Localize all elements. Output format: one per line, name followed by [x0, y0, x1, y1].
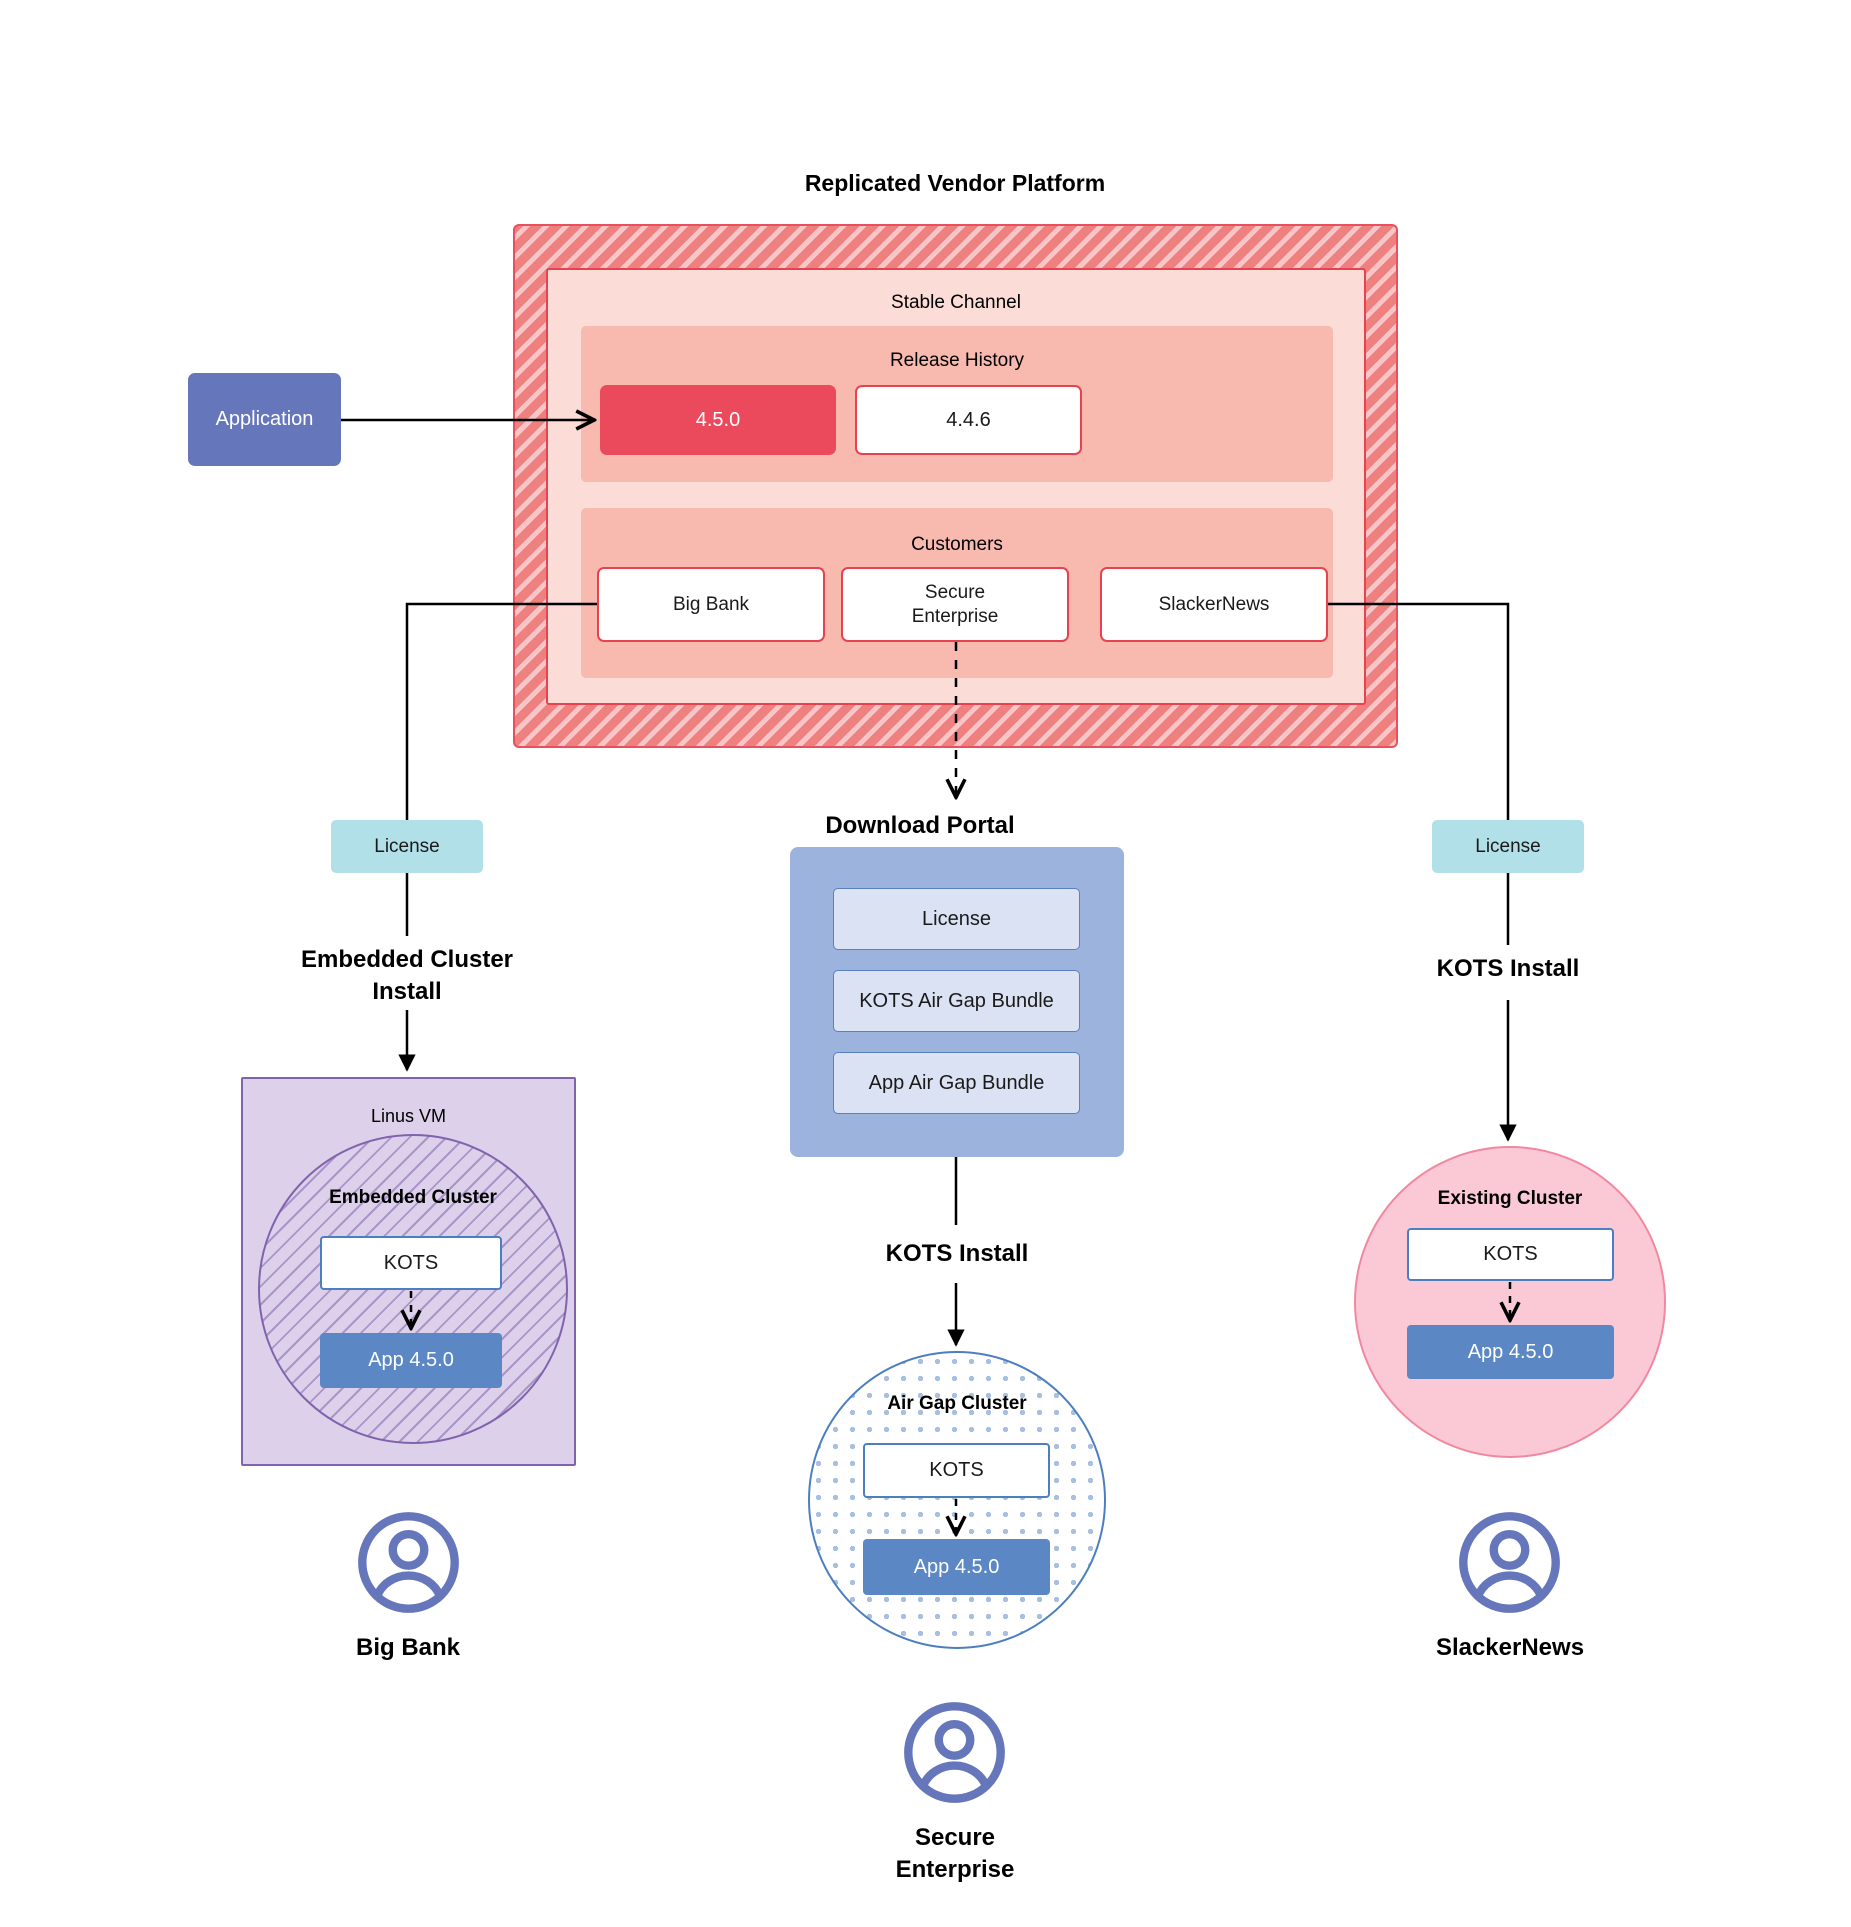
user-avatar-icon — [1459, 1512, 1560, 1613]
linux-vm-title: Linus VM — [370, 1106, 447, 1126]
embedded-cluster-title: Embedded Cluster — [329, 1187, 497, 1208]
stable-channel-title: Stable Channel — [891, 292, 1021, 313]
kots-box-left[interactable]: KOTS — [320, 1236, 502, 1290]
kots-label: KOTS — [929, 1459, 984, 1481]
user-avatar-icon — [358, 1512, 459, 1613]
app-version-label: App 4.5.0 — [1467, 1340, 1554, 1363]
customer-chip-label: Secure Enterprise — [911, 581, 999, 627]
app-version-box-middle[interactable]: App 4.5.0 — [863, 1539, 1050, 1595]
release-history-title: Release History — [889, 350, 1025, 371]
app-version-box-right[interactable]: App 4.5.0 — [1407, 1325, 1614, 1379]
kots-install-label-middle: KOTS Install — [885, 1240, 1029, 1267]
existing-cluster-title: Existing Cluster — [1437, 1188, 1583, 1209]
customer-name-slackernews: SlackerNews — [1435, 1634, 1585, 1661]
portal-item-label: KOTS Air Gap Bundle — [859, 989, 1054, 1012]
release-version-label: 4.5.0 — [695, 408, 741, 431]
portal-item-kots-air-gap-bundle[interactable]: KOTS Air Gap Bundle — [833, 970, 1080, 1032]
kots-label: KOTS — [383, 1251, 439, 1274]
kots-box-right[interactable]: KOTS — [1407, 1228, 1614, 1281]
embedded-cluster-install-label: Embedded Cluster Install — [300, 946, 514, 1005]
release-chip-current[interactable]: 4.5.0 — [600, 385, 836, 455]
customer-name-big-bank: Big Bank — [355, 1634, 460, 1661]
kots-box-middle[interactable]: KOTS — [863, 1443, 1050, 1498]
release-chip-previous[interactable]: 4.4.6 — [855, 385, 1082, 455]
avatar — [356, 1510, 461, 1620]
license-label: License — [374, 835, 440, 857]
avatar — [902, 1700, 1007, 1810]
avatar — [1457, 1510, 1562, 1620]
kots-install-label-right: KOTS Install — [1436, 955, 1580, 982]
customers-title: Customers — [911, 534, 1003, 555]
customer-chip-secure-enterprise[interactable]: Secure Enterprise — [841, 567, 1069, 642]
release-version-label: 4.4.6 — [946, 408, 991, 431]
air-gap-cluster-circle — [808, 1351, 1106, 1649]
customer-chip-slackernews[interactable]: SlackerNews — [1100, 567, 1328, 642]
app-version-label: App 4.5.0 — [368, 1349, 454, 1371]
customer-chip-label: Big Bank — [672, 593, 750, 615]
page-title: Replicated Vendor Platform — [804, 170, 1106, 196]
customer-chip-big-bank[interactable]: Big Bank — [597, 567, 825, 642]
license-chip-left[interactable]: License — [331, 820, 483, 873]
portal-item-label: App Air Gap Bundle — [868, 1071, 1045, 1094]
customer-name-secure-enterprise: Secure Enterprise — [895, 1824, 1015, 1883]
app-version-box-left[interactable]: App 4.5.0 — [320, 1333, 502, 1388]
portal-item-license[interactable]: License — [833, 888, 1080, 950]
air-gap-cluster-title: Air Gap Cluster — [887, 1393, 1027, 1414]
portal-item-app-air-gap-bundle[interactable]: App Air Gap Bundle — [833, 1052, 1080, 1114]
app-version-label: App 4.5.0 — [913, 1555, 1000, 1578]
portal-item-label: License — [922, 907, 991, 930]
customer-chip-label: SlackerNews — [1158, 593, 1270, 615]
application-label: Application — [215, 408, 314, 430]
download-portal-title: Download Portal — [825, 812, 1015, 839]
kots-label: KOTS — [1483, 1243, 1538, 1265]
application-box[interactable]: Application — [188, 373, 341, 466]
user-avatar-icon — [904, 1702, 1005, 1803]
license-label: License — [1475, 835, 1541, 857]
license-chip-right[interactable]: License — [1432, 820, 1584, 873]
